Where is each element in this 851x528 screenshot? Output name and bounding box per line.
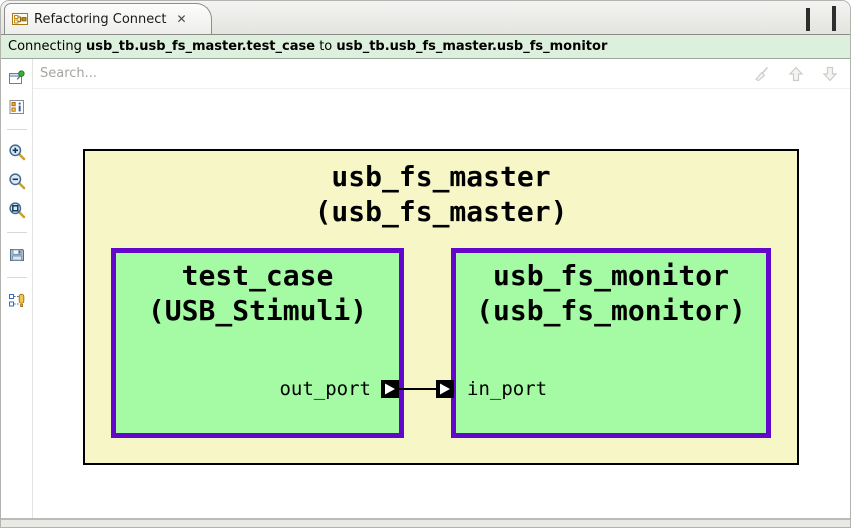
- window-bottom-frame: [1, 518, 850, 527]
- target-type-name: (usb_fs_monitor): [476, 294, 746, 327]
- status-connector-word: to: [315, 39, 337, 54]
- search-row: [33, 59, 850, 89]
- zoom-fit-icon[interactable]: [7, 200, 27, 220]
- parent-type-name: (usb_fs_master): [314, 195, 568, 228]
- sidebar-divider: [32, 59, 33, 520]
- maximize-icon[interactable]: [832, 6, 836, 31]
- ports-filter-icon[interactable]: [7, 290, 27, 310]
- status-target-path: usb_tb.usb_fs_master.usb_fs_monitor: [336, 39, 608, 54]
- toolbar-separator: [6, 277, 27, 278]
- search-input[interactable]: [33, 60, 752, 87]
- zoom-in-icon[interactable]: [7, 142, 27, 162]
- status-source-path: usb_tb.usb_fs_master.test_case: [86, 39, 316, 54]
- previous-match-icon[interactable]: [786, 64, 806, 84]
- tab-title: Refactoring Connect: [34, 11, 167, 27]
- out-port-label: out_port: [279, 378, 371, 400]
- diagram-toolbar: [1, 59, 32, 520]
- parent-instance-name: usb_fs_master: [331, 160, 551, 193]
- zoom-out-icon[interactable]: [7, 171, 27, 191]
- connection-wire: [399, 388, 436, 390]
- connection-status-bar: Connecting usb_tb.usb_fs_master.test_cas…: [1, 34, 850, 59]
- minimize-icon[interactable]: [806, 8, 810, 31]
- search-nav-icons: [752, 64, 840, 84]
- refactor-connect-icon: [12, 11, 28, 27]
- source-instance-name: test_case: [181, 259, 334, 292]
- tab-strip: Refactoring Connect ✕: [1, 1, 850, 34]
- clear-search-icon[interactable]: [752, 64, 772, 84]
- legend-info-icon[interactable]: [7, 97, 27, 117]
- source-type-name: (USB_Stimuli): [147, 294, 368, 327]
- out-port-icon[interactable]: [381, 380, 399, 398]
- close-icon[interactable]: ✕: [176, 12, 187, 26]
- target-instance-name: usb_fs_monitor: [492, 259, 729, 292]
- source-component-block[interactable]: test_case (USB_Stimuli): [111, 248, 404, 438]
- in-port-label: in_port: [467, 378, 548, 400]
- window-controls: [806, 6, 836, 31]
- save-icon[interactable]: [7, 245, 27, 265]
- target-component-block[interactable]: usb_fs_monitor (usb_fs_monitor): [451, 248, 771, 438]
- in-port-icon[interactable]: [436, 380, 454, 398]
- toolbar-separator: [6, 232, 27, 233]
- toolbar-separator: [6, 129, 27, 130]
- status-prefix: Connecting: [8, 39, 86, 54]
- next-match-icon[interactable]: [820, 64, 840, 84]
- tab-refactoring-connect[interactable]: Refactoring Connect ✕: [4, 3, 212, 34]
- pin-view-icon[interactable]: [7, 68, 27, 88]
